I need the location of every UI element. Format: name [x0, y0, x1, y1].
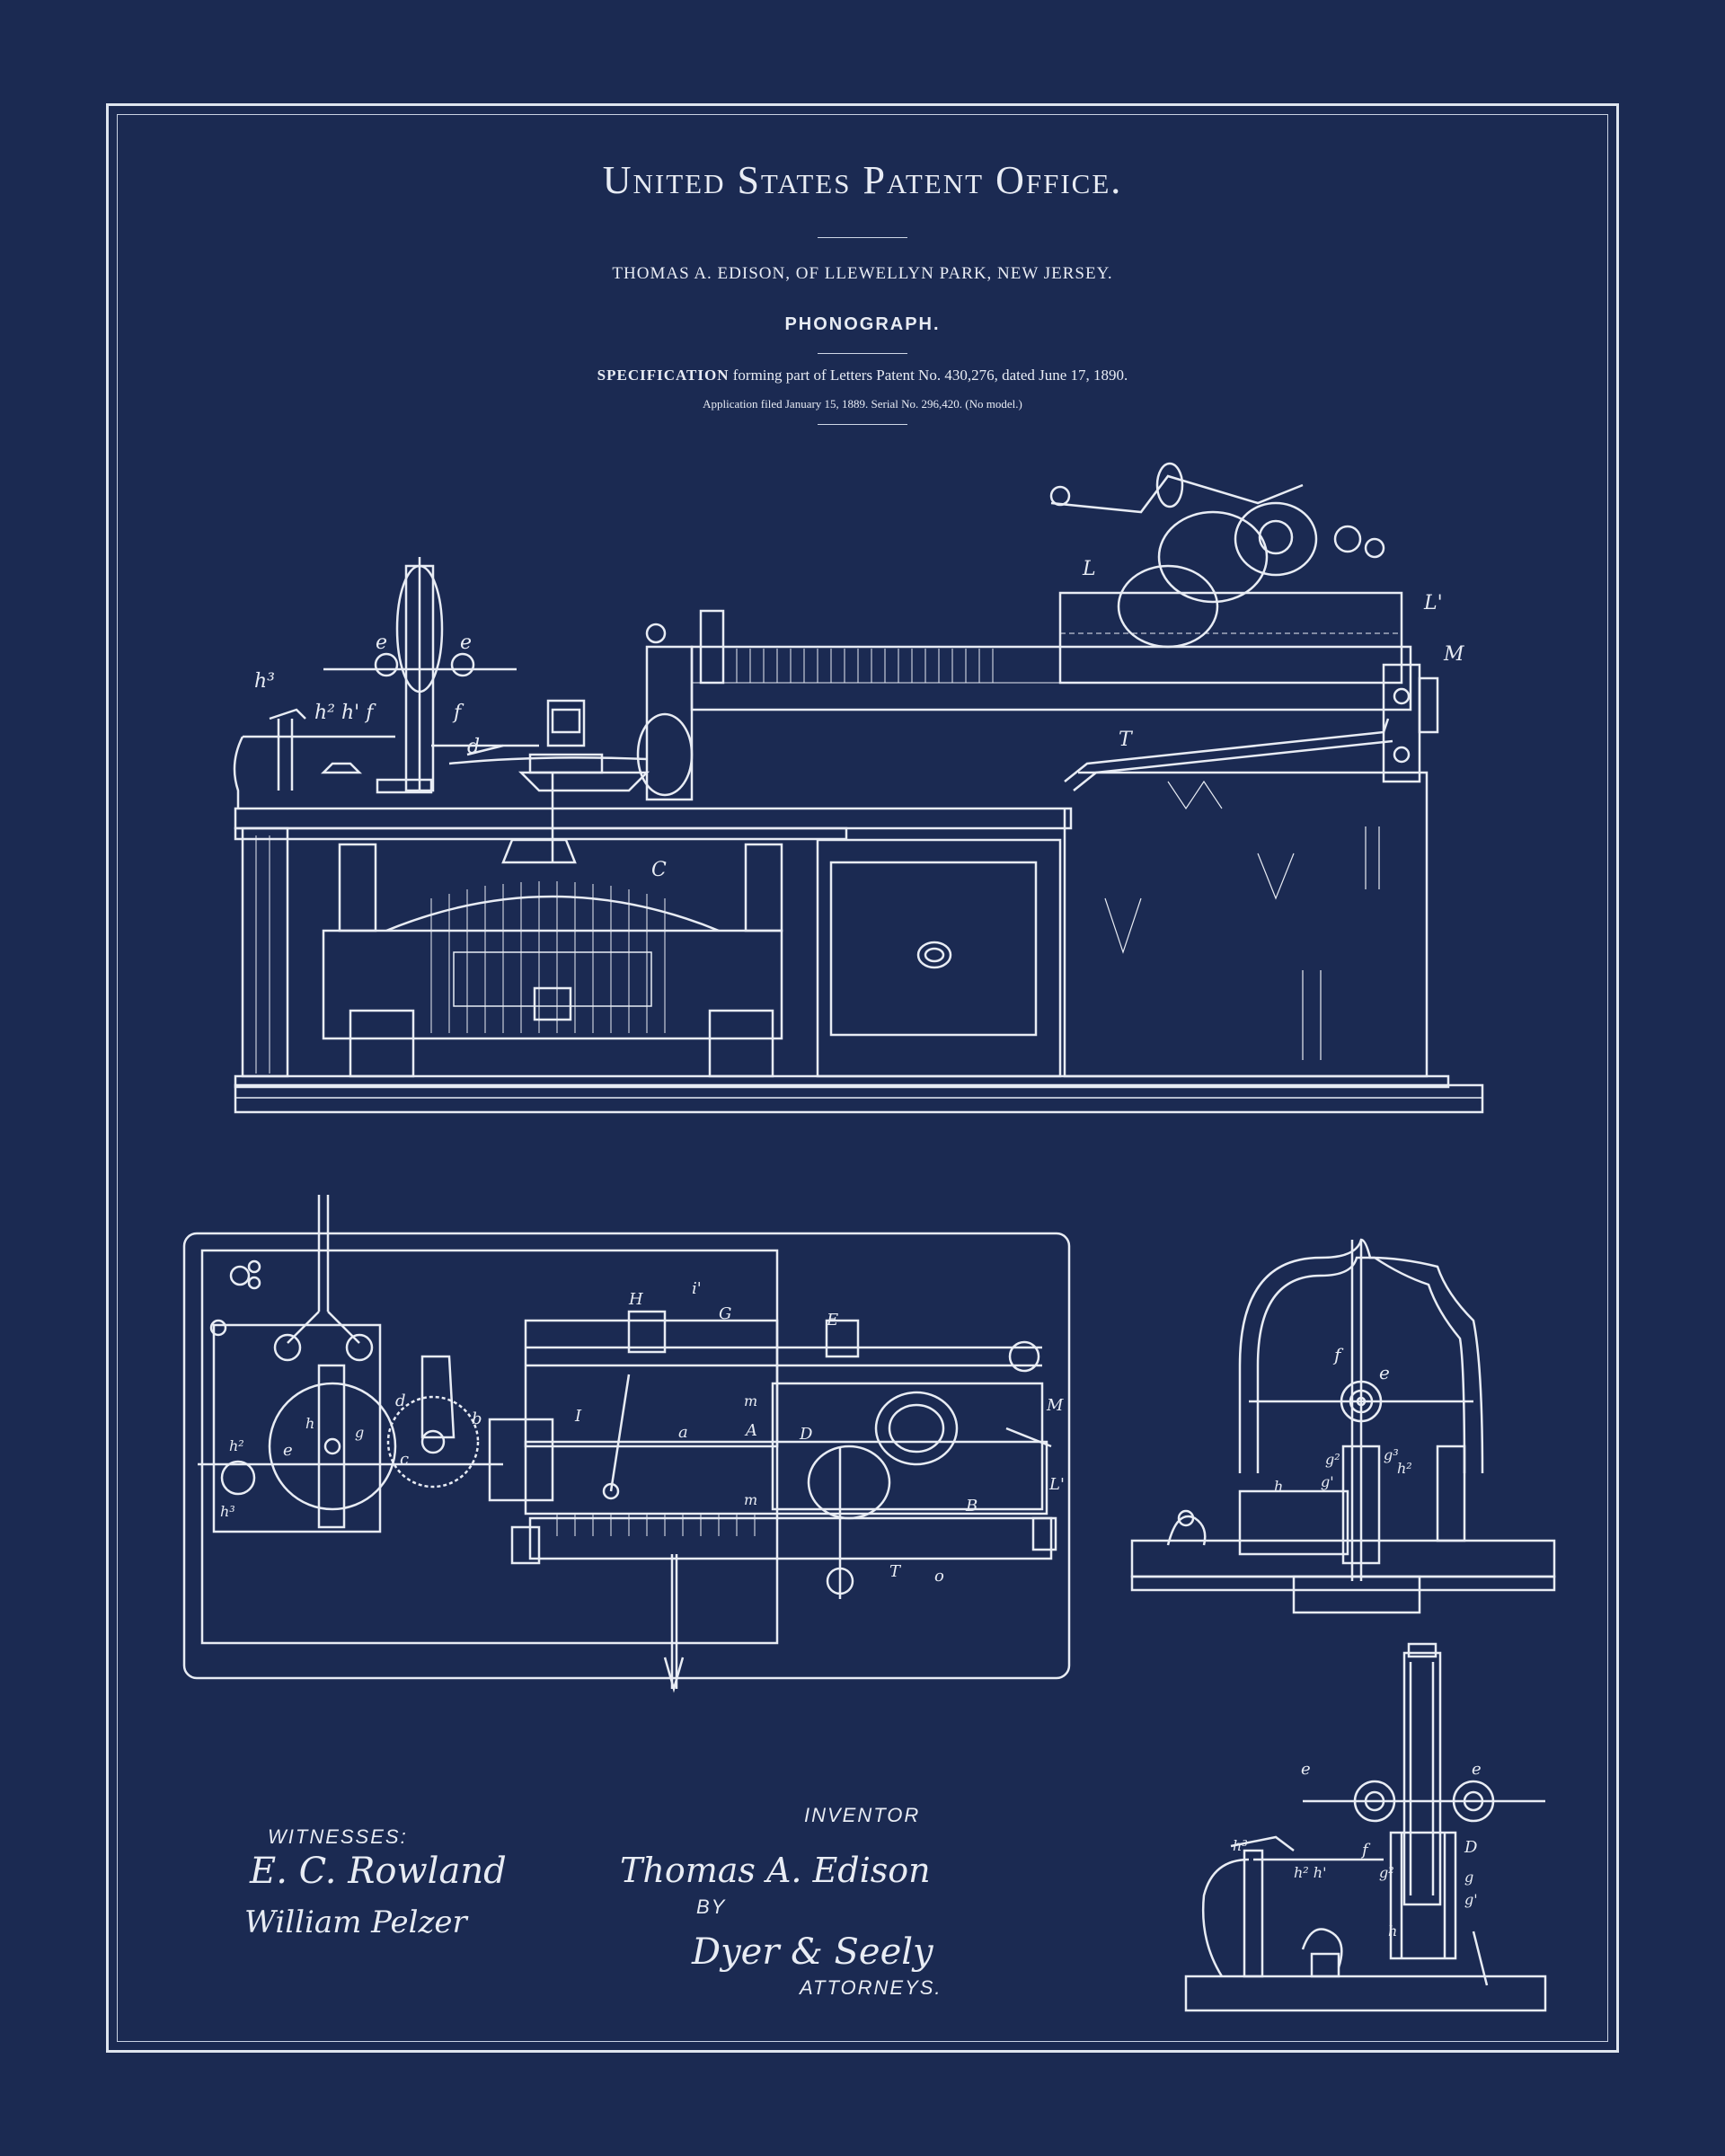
label-m: m — [744, 1491, 757, 1508]
label-b: b — [472, 1409, 482, 1428]
divider — [818, 353, 907, 354]
witness-1-signature: E. C. Rowland — [250, 1851, 507, 1892]
label-L-prime: L' — [1423, 592, 1443, 614]
label-c: c — [400, 1450, 409, 1469]
attorneys-label: ATTORNEYS. — [800, 1976, 942, 1999]
patent-office-title: United States Patent Office. — [602, 158, 1123, 202]
label-D: D — [799, 1425, 813, 1444]
label-h3: h³ — [1233, 1837, 1248, 1854]
label-h2: h² h' f — [314, 702, 376, 724]
invention-title: PHONOGRAPH. — [784, 314, 941, 334]
figure-end-view — [1130, 1238, 1556, 1614]
label-A: A — [744, 1421, 757, 1440]
label-C: C — [651, 859, 667, 881]
label-M: M — [1046, 1396, 1064, 1415]
divider — [818, 237, 907, 238]
label-L: L — [1082, 558, 1096, 580]
label-m: m — [744, 1392, 757, 1409]
witnesses-label: WITNESSES: — [268, 1825, 408, 1848]
label-M: M — [1443, 643, 1464, 666]
specification-text: forming part of Letters Patent No. 430,2… — [732, 367, 1128, 384]
label-e: e — [1472, 1760, 1482, 1779]
label-h: h — [1274, 1478, 1283, 1495]
label-e: e — [1301, 1760, 1311, 1779]
label-g2: g² — [1325, 1451, 1340, 1468]
label-d: d — [467, 736, 480, 758]
label-E: E — [826, 1311, 838, 1330]
figure-plan-view — [182, 1195, 1071, 1693]
label-e: e — [283, 1441, 293, 1460]
label-g-prime: g' — [1464, 1891, 1478, 1908]
specification-line: SPECIFICATION forming part of Letters Pa… — [0, 367, 1725, 384]
label-g: g — [355, 1424, 364, 1441]
outer-border — [106, 103, 1619, 2053]
label-L-prime: L' — [1048, 1475, 1065, 1494]
inner-border — [117, 114, 1608, 2042]
label-e: e — [1379, 1362, 1390, 1383]
label-D: D — [1464, 1838, 1478, 1857]
figure-side-elevation — [233, 462, 1484, 1114]
label-g3: g³ — [1384, 1446, 1399, 1463]
specification-lead: SPECIFICATION — [597, 367, 730, 384]
label-h3: h³ — [220, 1503, 235, 1520]
label-g1: g' — [1321, 1473, 1334, 1490]
by-label: BY — [696, 1895, 727, 1918]
label-h2: h² h' — [1294, 1864, 1327, 1881]
label-I: I — [574, 1407, 582, 1426]
label-o: o — [934, 1567, 944, 1586]
label-e: e — [376, 632, 387, 654]
label-H: H — [628, 1290, 643, 1309]
witness-2-signature: William Pelzer — [244, 1904, 467, 1940]
label-h: h — [305, 1415, 314, 1432]
label-f: f — [1360, 1841, 1371, 1860]
label-f: f — [452, 702, 464, 724]
figure-governor-detail — [1184, 1642, 1547, 2012]
label-h2: h² — [229, 1437, 244, 1454]
inventor-label: INVENTOR — [804, 1804, 921, 1826]
inventor-signature: Thomas A. Edison — [620, 1851, 931, 1890]
label-e: e — [460, 632, 472, 654]
label-g: g — [1464, 1869, 1473, 1886]
label-a: a — [678, 1423, 688, 1442]
inventor-line: THOMAS A. EDISON, OF LLEWELLYN PARK, NEW… — [612, 264, 1113, 283]
label-T: T — [1119, 729, 1134, 751]
label-h3: h³ — [254, 670, 275, 693]
label-h2: h² — [1397, 1460, 1412, 1477]
label-i-prime: i' — [692, 1279, 702, 1298]
label-B: B — [965, 1497, 978, 1515]
label-G: G — [719, 1304, 731, 1323]
label-T: T — [889, 1562, 902, 1581]
label-h: h — [1388, 1922, 1397, 1940]
divider — [818, 424, 907, 425]
label-f: f — [1332, 1344, 1344, 1365]
label-g2: g² — [1379, 1864, 1394, 1881]
application-line: Application filed January 15, 1889. Seri… — [703, 397, 1022, 411]
label-d: d — [395, 1392, 406, 1410]
attorney-signature: Dyer & Seely — [692, 1931, 933, 1973]
